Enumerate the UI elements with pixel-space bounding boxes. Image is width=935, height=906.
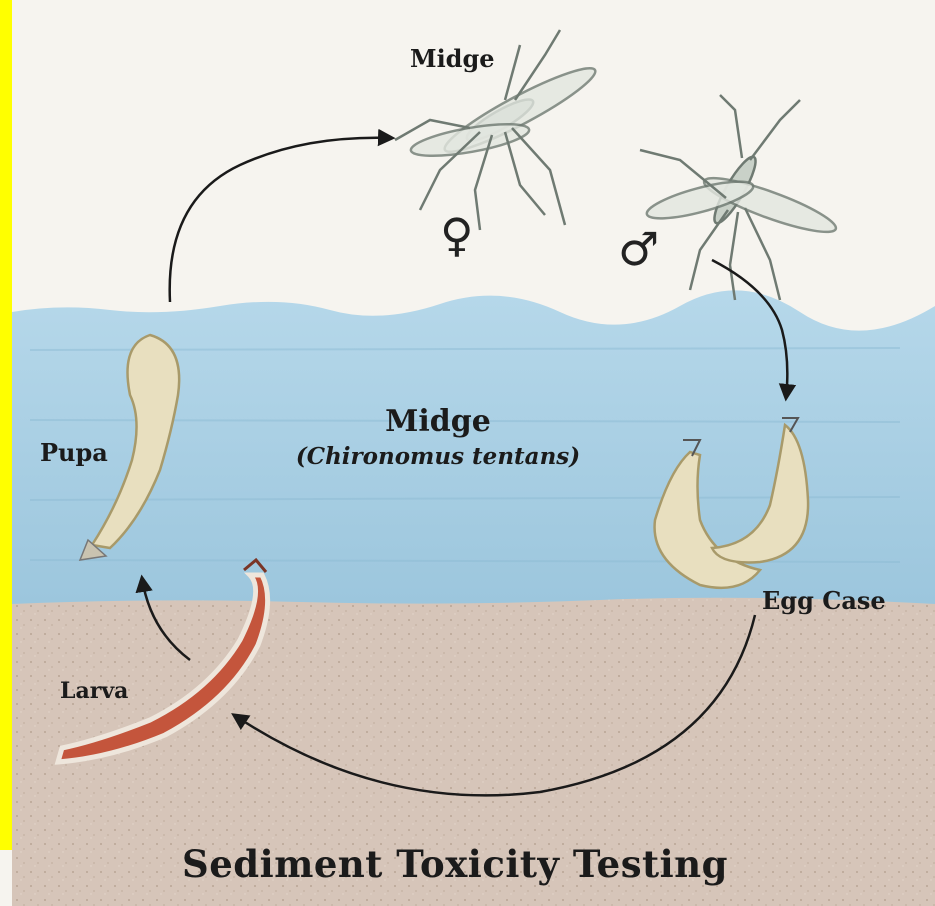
female-symbol: ♀: [440, 208, 474, 262]
larva-label: Larva: [60, 678, 128, 704]
pupa-label: Pupa: [40, 438, 108, 467]
male-symbol: ♂: [618, 222, 659, 276]
yellow-frame-bar: [0, 0, 12, 850]
species-label: Midge (Chironomus tentans): [258, 404, 618, 470]
adult-midge-label: Midge: [410, 44, 495, 73]
egg-case-label: Egg Case: [762, 586, 886, 615]
arrow-pupa-to-midge: [170, 138, 392, 302]
diagram-title: Sediment Toxicity Testing: [182, 842, 728, 886]
species-common-name: Midge: [258, 404, 618, 439]
male-midge-icon: [640, 95, 840, 300]
species-scientific-name: (Chironomus tentans): [258, 443, 618, 470]
